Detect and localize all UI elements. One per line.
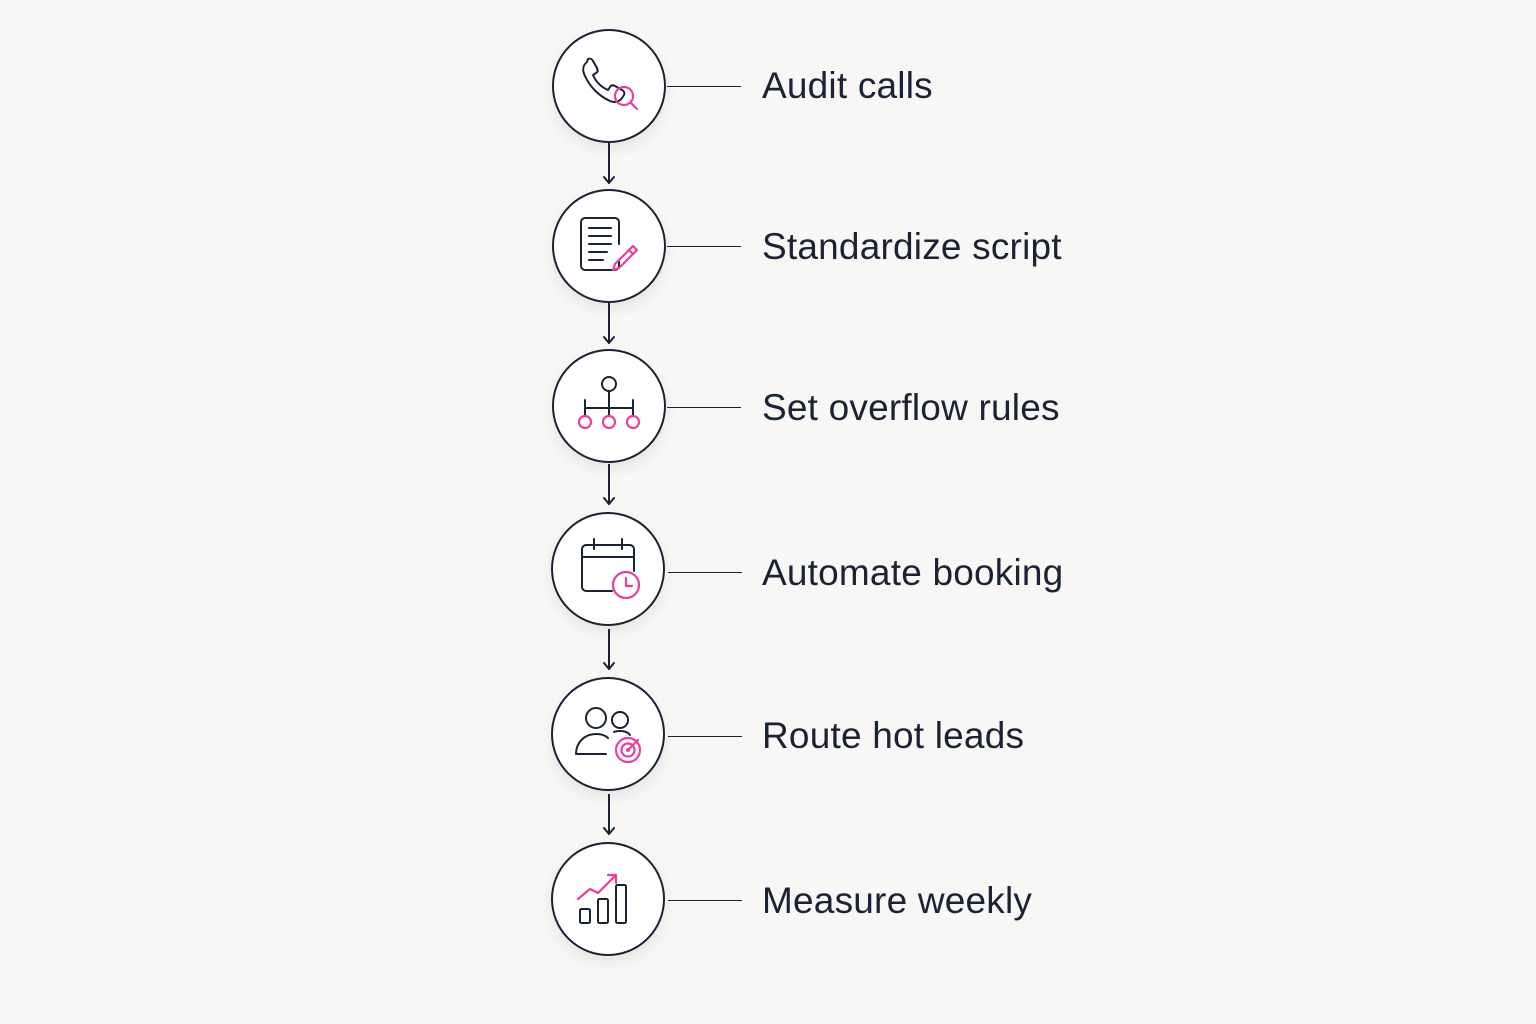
step-label-standardize-script: Standardize script bbox=[762, 226, 1062, 267]
step-label-measure-weekly: Measure weekly bbox=[762, 880, 1033, 921]
calendar-clock-icon bbox=[581, 538, 641, 600]
document-edit-icon bbox=[580, 217, 639, 272]
connector-line bbox=[667, 407, 741, 408]
connector-line bbox=[667, 246, 741, 247]
step-node-standardize-script bbox=[552, 189, 666, 303]
flow-arrow bbox=[603, 464, 615, 505]
step-node-automate-booking bbox=[551, 512, 665, 626]
step-label-audit-calls: Audit calls bbox=[762, 65, 933, 106]
connector-line bbox=[667, 86, 741, 87]
flow-arrow bbox=[603, 629, 615, 670]
step-label-route-hot-leads: Route hot leads bbox=[762, 715, 1025, 756]
step-label-automate-booking: Automate booking bbox=[762, 552, 1064, 593]
connector-line bbox=[668, 736, 742, 737]
step-label-set-overflow-rules: Set overflow rules bbox=[762, 387, 1060, 428]
step-node-set-overflow-rules bbox=[552, 349, 666, 463]
phone-search-icon bbox=[582, 57, 639, 111]
step-node-audit-calls bbox=[552, 29, 666, 143]
flow-arrow bbox=[603, 303, 615, 344]
flow-arrow bbox=[603, 143, 615, 184]
users-target-icon bbox=[575, 707, 642, 764]
step-node-measure-weekly bbox=[551, 842, 665, 956]
bar-chart-trend-icon bbox=[576, 873, 627, 924]
connector-line bbox=[668, 572, 742, 573]
connector-line bbox=[668, 900, 742, 901]
flow-arrow bbox=[603, 794, 615, 835]
hierarchy-icon bbox=[577, 376, 641, 430]
step-node-route-hot-leads bbox=[551, 677, 665, 791]
